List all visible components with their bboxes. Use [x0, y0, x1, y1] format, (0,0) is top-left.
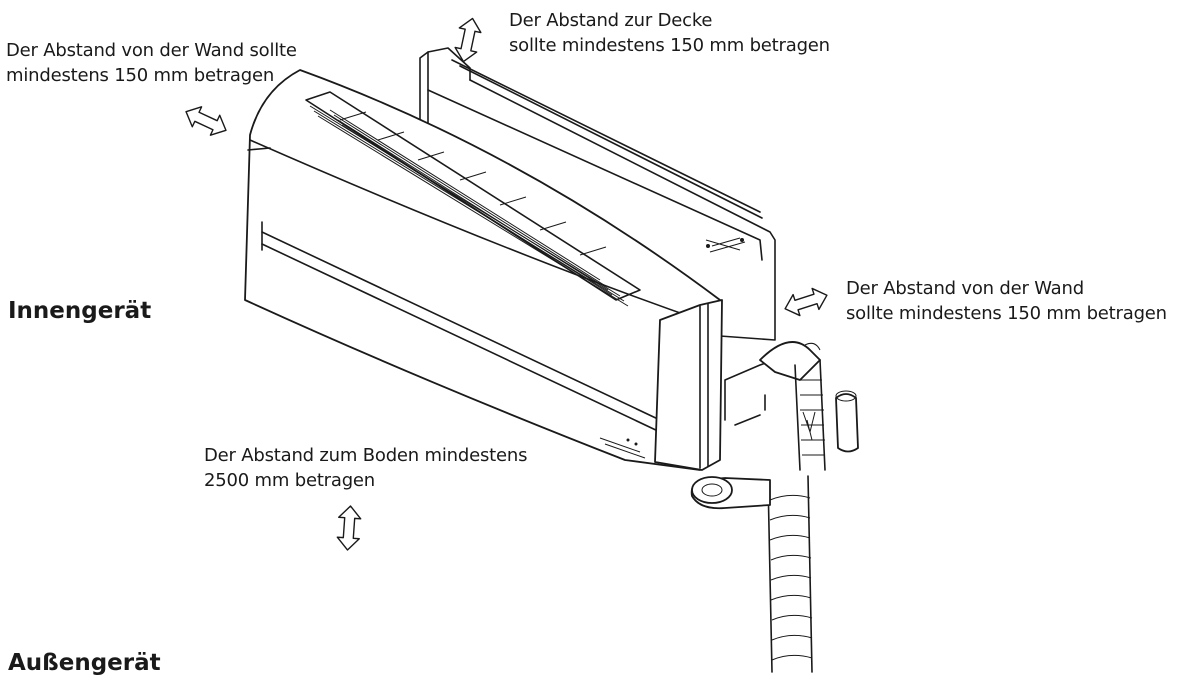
ceiling-distance-line1: Der Abstand zur Decke	[509, 10, 713, 31]
wall-distance-left-line1: Der Abstand von der Wand sollte	[6, 40, 297, 61]
top-grille	[305, 91, 641, 307]
indoor-unit	[244, 69, 723, 471]
wall-distance-right-line2: sollte mindestens 150 mm betragen	[846, 303, 1167, 324]
double-arrow-icon	[784, 287, 828, 317]
wall-distance-right-line1: Der Abstand von der Wand	[846, 278, 1084, 299]
ceiling-distance-label: Der Abstand zur Decke sollte mindestens …	[509, 8, 830, 58]
wall-distance-left-label: Der Abstand von der Wand sollte mindeste…	[6, 38, 297, 88]
double-arrow-icon	[454, 17, 482, 63]
floor-distance-label: Der Abstand zum Boden mindestens 2500 mm…	[204, 443, 527, 493]
floor-distance-line1: Der Abstand zum Boden mindestens	[204, 445, 528, 466]
double-arrow-icon	[336, 505, 362, 551]
piping	[690, 341, 859, 673]
wall-distance-left-line2: mindestens 150 mm betragen	[6, 65, 275, 86]
mounting-plate	[419, 47, 776, 341]
outdoor-unit-heading: Außengerät	[8, 650, 161, 676]
double-arrow-icon	[185, 106, 227, 136]
indoor-unit-heading: Innengerät	[8, 298, 152, 324]
wall-distance-right-label: Der Abstand von der Wand sollte mindeste…	[846, 276, 1167, 326]
ceiling-distance-line2: sollte mindestens 150 mm betragen	[509, 35, 830, 56]
floor-distance-line2: 2500 mm betragen	[204, 470, 376, 491]
